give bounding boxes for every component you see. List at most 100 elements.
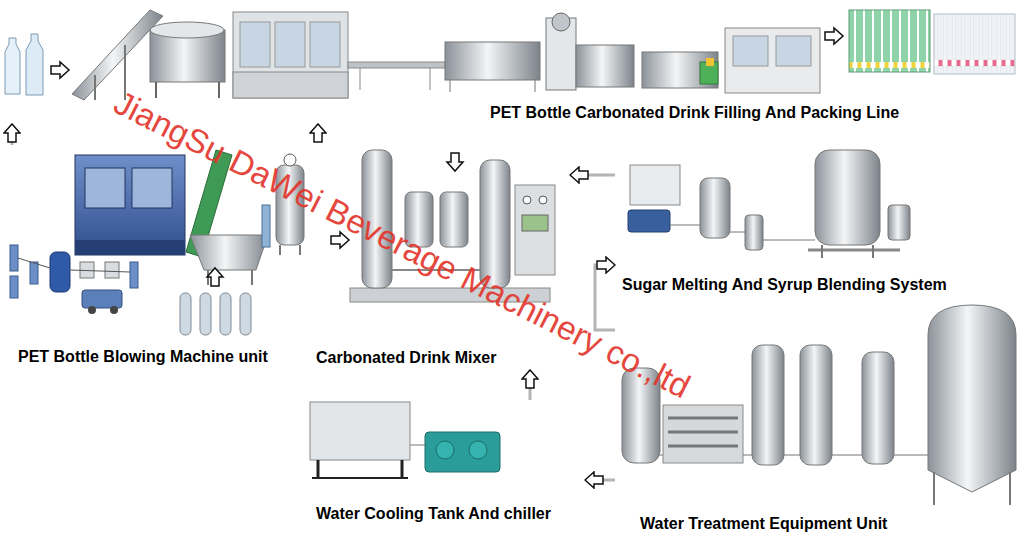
syrup-blending-system xyxy=(745,215,763,250)
air-compressor-set xyxy=(110,306,118,314)
water-cooling-tank xyxy=(317,460,320,478)
water-chiller xyxy=(410,432,500,472)
flow-arrow xyxy=(585,479,615,482)
film-shrink-packer xyxy=(733,36,768,66)
flow-arrow-symbol xyxy=(51,62,69,78)
water-cooling-tank xyxy=(312,477,408,479)
bottle-unscrambler xyxy=(150,22,224,38)
inclined-conveyor xyxy=(72,10,163,100)
carbonated-drink-mixer xyxy=(522,215,548,231)
pet-preforms xyxy=(220,293,231,335)
water-treatment-equipment xyxy=(668,431,738,434)
water-treatment-equipment xyxy=(663,405,743,463)
air-compressor-set xyxy=(10,276,18,298)
unit-caption: Water Cooling Tank And chiller xyxy=(316,504,551,523)
blow-molding-machine xyxy=(85,168,125,208)
syrup-blending-system xyxy=(630,165,680,205)
flow-arrow-symbol xyxy=(207,268,223,286)
air-compressor-set xyxy=(105,262,119,278)
flow-arrow-symbol xyxy=(825,28,843,44)
rinser-filler-capper xyxy=(275,22,305,67)
air-compressor-set xyxy=(30,262,38,284)
finished-bottle-packs xyxy=(849,10,1015,74)
water-treatment-equipment xyxy=(894,455,928,456)
rinser-filler-capper xyxy=(233,12,348,98)
air-filter xyxy=(262,205,270,247)
shrink-tunnel xyxy=(706,58,714,66)
co2-vessel xyxy=(299,245,301,255)
flow-arrow xyxy=(11,124,14,145)
co2-vessel xyxy=(279,245,281,255)
bottle-conveyor xyxy=(430,68,431,90)
shrink-tunnel xyxy=(642,52,718,88)
flow-arrow xyxy=(529,370,532,400)
water-treatment-equipment xyxy=(928,305,1016,492)
syrup-blending-system xyxy=(730,232,745,233)
flow-arrow-symbol xyxy=(51,62,69,78)
flow-arrow-symbol xyxy=(825,28,843,44)
pet-bottle-samples xyxy=(5,34,43,95)
water-chiller xyxy=(410,445,425,446)
blow-molding-machine xyxy=(75,155,185,255)
flow-arrow-symbol xyxy=(447,153,463,171)
water-treatment-equipment xyxy=(800,345,832,465)
equipment-unit: Sugar Melting And Syrup Blending System xyxy=(615,145,985,296)
syrup-blending-system xyxy=(821,245,823,258)
water-treatment-equipment xyxy=(752,345,784,465)
unit-caption: PET Bottle Carbonated Drink Filling And … xyxy=(490,103,899,122)
bottle-warmer-tunnel xyxy=(445,42,540,80)
equipment-unit: Water Treatment Equipment Unit xyxy=(615,310,1020,536)
bottle-warmer-tunnel xyxy=(445,42,540,92)
film-shrink-packer xyxy=(725,28,820,93)
water-treatment-equipment xyxy=(1009,472,1011,505)
bottle-unscrambler xyxy=(150,22,225,98)
blow-molding-machine xyxy=(75,155,185,255)
air-filter xyxy=(262,205,270,247)
flow-arrow-symbol xyxy=(207,268,223,286)
syrup-blending-system xyxy=(763,240,815,241)
flow-arrow xyxy=(595,265,615,330)
blow-molding-machine xyxy=(75,240,185,255)
pet-preforms xyxy=(200,293,211,335)
preform-elevator xyxy=(251,270,253,285)
syrup-blending-system xyxy=(628,150,910,258)
water-chiller xyxy=(436,441,454,459)
shrink-tunnel xyxy=(642,52,718,88)
carbonated-drink-mixer xyxy=(539,196,547,204)
bottle-warmer-tunnel xyxy=(450,80,451,92)
carbonated-drink-mixer xyxy=(440,192,468,247)
water-cooling-tank xyxy=(310,402,410,478)
pet-preforms xyxy=(180,293,251,335)
air-compressor-set xyxy=(10,245,18,271)
unit-caption: Water Treatment Equipment Unit xyxy=(640,514,887,533)
bottle-conveyor xyxy=(348,62,445,90)
bottle-unscrambler xyxy=(218,82,220,98)
air-compressor-set xyxy=(82,290,122,308)
flow-arrow xyxy=(570,174,615,177)
finished-bottle-packs xyxy=(934,14,1015,74)
flow-arrow xyxy=(317,124,320,140)
syrup-blending-system xyxy=(872,245,874,258)
preform-elevator xyxy=(190,235,268,270)
water-chiller xyxy=(469,441,487,459)
carbonated-drink-mixer xyxy=(515,185,555,275)
water-treatment-equipment xyxy=(832,455,862,456)
water-treatment-equipment xyxy=(933,472,935,505)
bottle-unscrambler xyxy=(155,82,157,98)
air-compressor-set xyxy=(88,306,96,314)
finished-bottle-packs xyxy=(849,10,930,72)
carbonated-drink-mixer xyxy=(523,196,531,204)
pet-bottle-samples xyxy=(26,34,43,95)
rinser-filler-capper xyxy=(233,12,348,98)
syrup-blending-system xyxy=(700,178,730,238)
film-shrink-packer xyxy=(776,36,811,66)
air-compressor-set xyxy=(70,270,130,272)
water-treatment-equipment xyxy=(743,455,752,456)
syrup-blending-system xyxy=(670,225,700,226)
water-cooling-tank xyxy=(401,460,404,478)
bottle-conveyor xyxy=(360,68,361,90)
sleeve-labeling-machine xyxy=(552,13,570,31)
